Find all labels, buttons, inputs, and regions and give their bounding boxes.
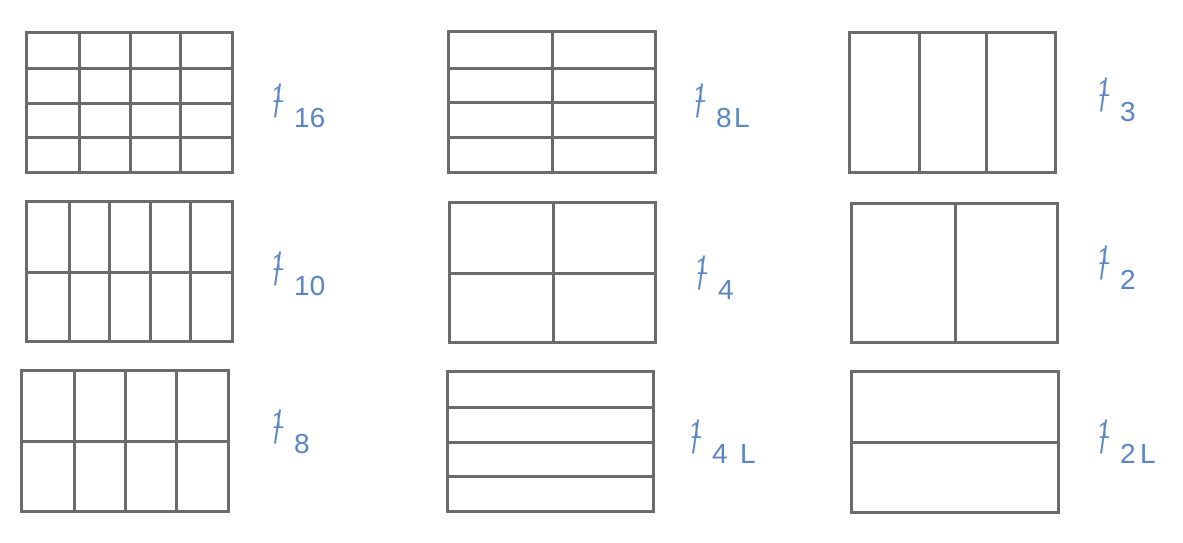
fraction-denominator: 3 [1120,96,1136,127]
pan-diagram-1-2 [850,202,1059,344]
pan-divider-horizontal [449,440,652,444]
fraction-numerator: 1 [272,82,285,107]
fraction-numerator: 1 [696,254,709,279]
fraction-numerator: 1 [1098,76,1111,101]
pan-divider-horizontal [28,66,231,70]
pan-divider-horizontal [853,440,1057,444]
fraction-label-1-4L: 1 / 4 L [690,414,770,470]
pan-diagram-1-4 [448,201,657,344]
fraction-suffix: L [734,102,750,133]
pan-divider-vertical [984,34,988,171]
pan-divider-horizontal [28,101,231,105]
fraction-slash: / [1100,237,1108,289]
fraction-numerator: 1 [1098,418,1111,443]
fraction-label-1-2: 1 / 2 [1098,240,1158,296]
fraction-numerator: 1 [694,82,707,107]
fraction-slash: / [274,401,282,453]
pan-diagram-1-3 [848,31,1057,174]
fraction-denominator: 8 [716,102,732,133]
fraction-denominator: 4 [712,438,728,469]
fraction-slash: / [698,247,706,299]
fraction-denominator: 10 [294,270,326,301]
pan-diagram-1-10 [25,200,234,343]
fraction-denominator: 16 [294,102,326,133]
pan-divider-vertical [953,205,957,341]
pan-divider-horizontal [449,405,652,409]
fraction-denominator: 8 [294,428,310,459]
pan-divider-vertical [917,34,921,171]
pan-diagram-1-4L [446,370,655,513]
pan-diagram-1-2L [850,370,1060,514]
fraction-denominator: 2 [1120,264,1136,295]
fraction-numerator: 1 [1098,244,1111,269]
pan-diagram-1-8 [20,369,230,513]
pan-divider-horizontal [451,271,654,275]
fraction-label-1-8L: 1 / 8 L [694,78,774,134]
pan-divider-horizontal [23,439,227,443]
pan-diagram-1-8L [447,30,657,174]
pan-divider-horizontal [449,474,652,478]
fraction-label-1-16: 1 / 16 [272,78,342,134]
fraction-numerator: 1 [272,408,285,433]
fraction-label-1-2L: 1 / 2 L [1098,414,1178,470]
fraction-label-1-8: 1 / 8 [272,404,332,460]
fraction-slash: / [274,75,282,127]
pan-divider-horizontal [28,135,231,139]
fraction-label-1-4: 1 / 4 [696,250,756,306]
fraction-slash: / [692,411,700,463]
fraction-suffix: L [1140,438,1156,469]
fraction-denominator: 2 [1120,438,1136,469]
fraction-denominator: 4 [718,274,734,305]
fraction-slash: / [1100,411,1108,463]
fraction-slash: / [696,75,704,127]
pan-divider-horizontal [450,100,654,104]
fraction-numerator: 1 [272,250,285,275]
fraction-slash: / [274,243,282,295]
fraction-suffix: L [740,438,756,469]
fraction-numerator: 1 [690,418,703,443]
pan-divider-horizontal [450,66,654,70]
pan-divider-horizontal [450,135,654,139]
pan-diagram-1-16 [25,31,234,174]
fraction-slash: / [1100,69,1108,121]
fraction-label-1-3: 1 / 3 [1098,72,1158,128]
fraction-label-1-10: 1 / 10 [272,246,342,302]
pan-divider-horizontal [28,270,231,274]
